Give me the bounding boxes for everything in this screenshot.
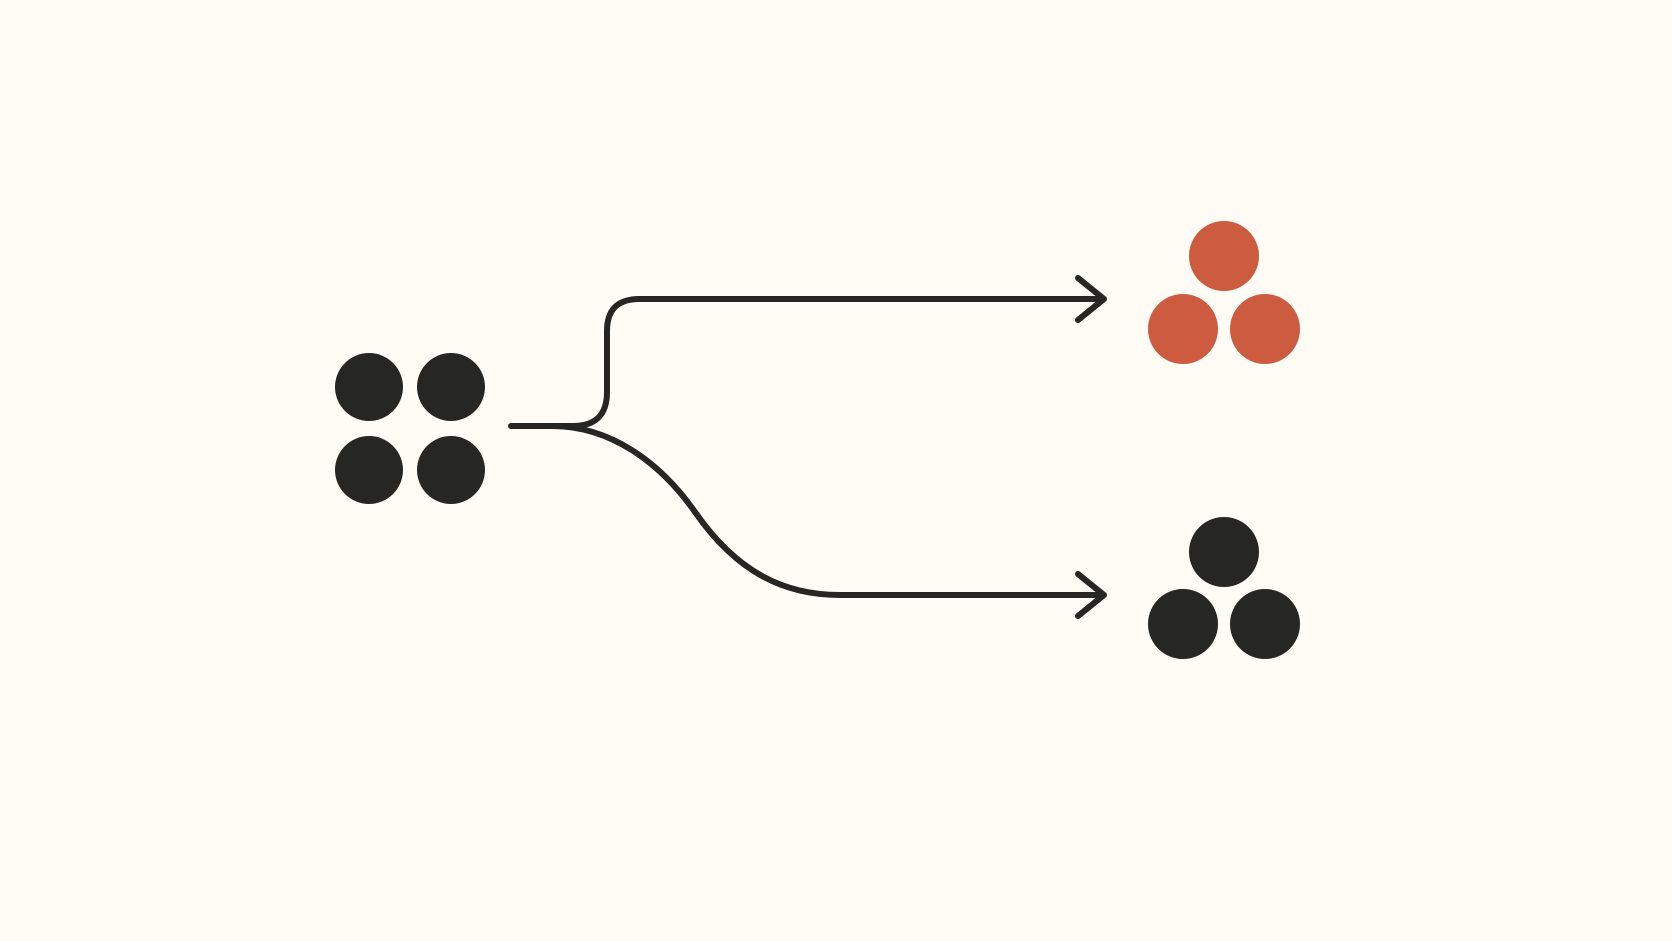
output-bottom-dot xyxy=(1230,589,1300,659)
output-bottom-dot-cluster xyxy=(1148,517,1300,659)
output-bottom-dot xyxy=(1189,517,1259,587)
output-top-dot xyxy=(1189,221,1259,291)
branch-paths xyxy=(508,296,1105,598)
lower-branch-line xyxy=(549,423,1105,598)
lower-arrowhead-icon xyxy=(1075,571,1107,619)
output-top-dot xyxy=(1230,294,1300,364)
output-bottom-dot xyxy=(1148,589,1218,659)
upper-branch-line xyxy=(508,296,1105,429)
source-dot xyxy=(335,353,403,421)
source-dot xyxy=(335,436,403,504)
source-dot-cluster xyxy=(335,353,485,504)
upper-arrowhead-icon xyxy=(1075,275,1107,323)
source-dot xyxy=(417,436,485,504)
arrowheads xyxy=(1075,275,1107,619)
source-dot xyxy=(417,353,485,421)
output-top-dot xyxy=(1148,294,1218,364)
output-top-dot-cluster xyxy=(1148,221,1300,364)
